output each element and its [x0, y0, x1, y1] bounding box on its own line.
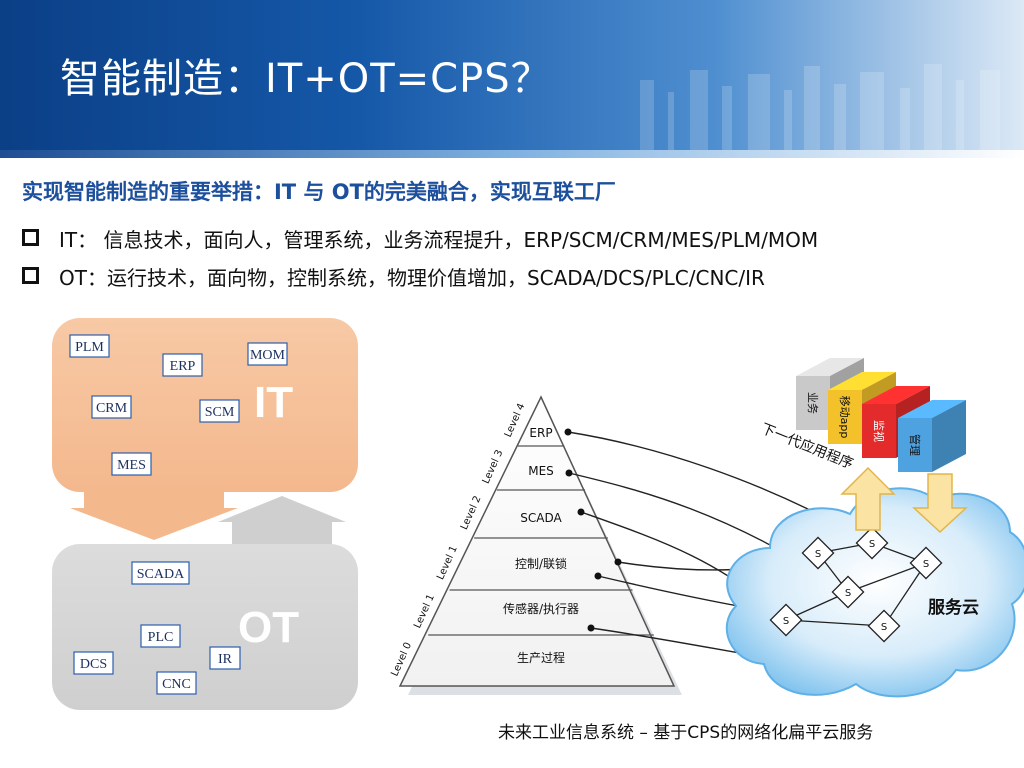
- svg-text:业务: 业务: [806, 392, 819, 414]
- svg-text:S: S: [869, 539, 875, 550]
- svg-text:MOM: MOM: [250, 348, 286, 363]
- bullet-it: IT： 信息技术，面向人，管理系统，业务流程提升，ERP/SCM/CRM/MES…: [22, 224, 818, 253]
- svg-text:S: S: [881, 622, 887, 633]
- cloud-label: 服务云: [928, 597, 979, 618]
- figure-caption: 未来工业信息系统 – 基于CPS的网络化扁平云服务: [498, 723, 874, 743]
- pyramid-level-name: 传感器/执行器: [503, 601, 579, 616]
- ot-system-cnc-box: CNC: [156, 671, 197, 695]
- svg-text:PLC: PLC: [148, 630, 174, 645]
- service-cloud: 服务云 S S S S S S: [725, 487, 1024, 698]
- svg-text:管理: 管理: [908, 434, 922, 456]
- cloud-shape: [725, 487, 1024, 698]
- ot-system-plc-box: PLC: [140, 624, 181, 648]
- service-node: S: [855, 526, 889, 560]
- ot-big-label: OT: [238, 603, 299, 652]
- svg-text:SCM: SCM: [205, 405, 235, 420]
- svg-text:S: S: [815, 549, 821, 560]
- ot-system-ir-box: IR: [209, 646, 241, 670]
- app-box-4: 管理: [898, 400, 966, 472]
- service-node: S: [769, 603, 803, 637]
- bullet-ot: OT：运行技术，面向物，控制系统，物理价值增加，SCADA/DCS/PLC/CN…: [22, 262, 765, 291]
- service-node: S: [909, 546, 943, 580]
- service-node: S: [867, 609, 901, 643]
- it-ot-diagram: IT OT PLM ERP MOM CRM SCM MES SCADA PLC IR DCS CN…: [52, 318, 358, 710]
- svg-text:MES: MES: [117, 458, 146, 473]
- ot-system-dcs-box: DCS: [73, 651, 114, 675]
- down-arrow: [912, 473, 968, 534]
- header-underline: [0, 150, 1024, 158]
- svg-text:PLM: PLM: [75, 340, 104, 355]
- pyramid-level-name: SCADA: [520, 511, 562, 525]
- pyramid-level-name: 生产过程: [517, 650, 565, 665]
- svg-text:监视: 监视: [872, 420, 886, 442]
- pyramid-level-name: ERP: [529, 426, 552, 440]
- svg-text:CNC: CNC: [162, 677, 191, 692]
- it-to-ot-arrow: [70, 488, 238, 540]
- svg-text:S: S: [783, 616, 789, 627]
- ot-system-scada-box: SCADA: [131, 561, 190, 585]
- pyramid-outline: [398, 395, 676, 687]
- svg-text:IR: IR: [218, 652, 233, 667]
- svg-text:移动app: 移动app: [838, 396, 851, 439]
- page-title: 智能制造：IT+OT=CPS？: [60, 56, 552, 102]
- bullet-text: IT： 信息技术，面向人，管理系统，业务流程提升，ERP/SCM/CRM/MES…: [59, 228, 819, 252]
- it-system-mom-box: MOM: [247, 342, 288, 366]
- svg-text:S: S: [845, 588, 851, 599]
- it-big-label: IT: [254, 378, 293, 427]
- service-node: S: [801, 536, 835, 570]
- header-banner: 智能制造：IT+OT=CPS？: [0, 0, 1024, 150]
- it-system-mes-box: MES: [111, 452, 152, 476]
- svg-text:S: S: [923, 559, 929, 570]
- pyramid-level-name: 控制/联锁: [515, 556, 567, 571]
- svg-text:DCS: DCS: [80, 657, 107, 672]
- svg-text:ERP: ERP: [170, 359, 196, 374]
- it-system-crm-box: CRM: [91, 395, 132, 419]
- it-system-plm-box: PLM: [69, 334, 110, 358]
- checkbox-bullet-icon: [22, 229, 39, 246]
- ot-to-it-arrow: [218, 496, 346, 544]
- connector-dots: [564, 428, 622, 632]
- ot-panel: [52, 544, 358, 710]
- it-system-scm-box: SCM: [199, 399, 240, 423]
- bullet-text: OT：运行技术，面向物，控制系统，物理价值增加，SCADA/DCS/PLC/CN…: [59, 266, 765, 290]
- checkbox-bullet-icon: [22, 267, 39, 284]
- subtitle: 实现智能制造的重要举措：IT 与 OT的完美融合，实现互联工厂: [22, 180, 616, 204]
- up-arrow: [840, 466, 896, 531]
- svg-text:CRM: CRM: [96, 401, 128, 416]
- it-system-erp-box: ERP: [162, 353, 203, 377]
- service-node: S: [831, 575, 865, 609]
- pyramid-level-name: MES: [528, 464, 554, 478]
- svg-text:SCADA: SCADA: [137, 567, 185, 582]
